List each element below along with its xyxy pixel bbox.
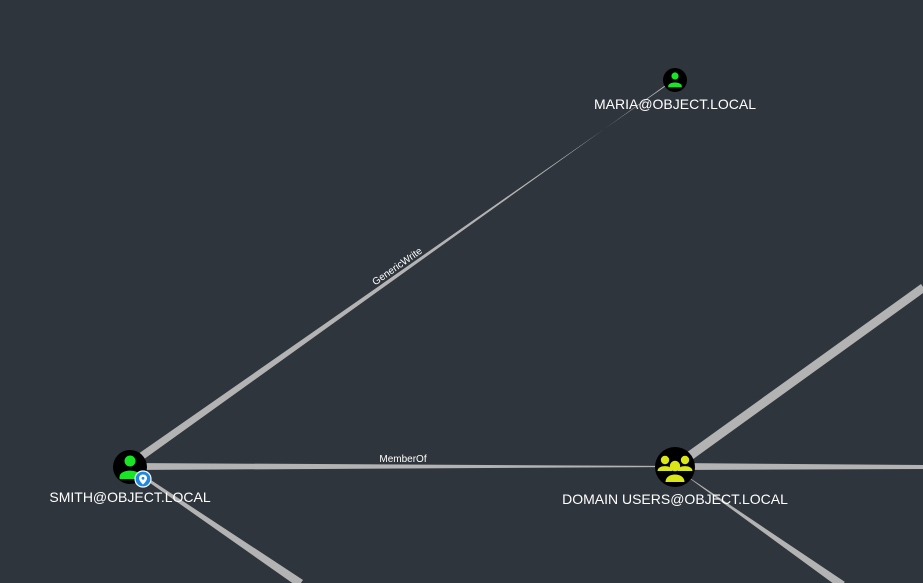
edge-domain-users-offscreen-bottom-right[interactable]	[672, 466, 845, 583]
node-label-maria: MARIA@OBJECT.LOCAL	[594, 96, 756, 112]
node-label-domain-users: DOMAIN USERS@OBJECT.LOCAL	[562, 491, 788, 507]
map-marker-icon	[134, 470, 152, 488]
edge-domain-users-offscreen-right[interactable]	[675, 463, 923, 470]
edge-memberof[interactable]	[130, 463, 675, 470]
node-maria[interactable]	[663, 68, 687, 92]
node-smith[interactable]	[113, 450, 152, 488]
edge-label-genericwrite: GenericWrite	[371, 246, 425, 289]
node-label-smith: SMITH@OBJECT.LOCAL	[49, 489, 210, 505]
edge-smith-offscreen-bottom[interactable]	[128, 465, 303, 583]
edge-domain-users-offscreen-upper-right[interactable]	[672, 284, 923, 470]
node-domain-users[interactable]	[655, 447, 695, 487]
user-icon	[668, 72, 682, 88]
node-maria-circle	[663, 68, 687, 92]
group-icon	[657, 455, 693, 482]
edge-genericwrite[interactable]	[128, 79, 676, 467]
edge-label-memberof: MemberOf	[379, 454, 426, 465]
